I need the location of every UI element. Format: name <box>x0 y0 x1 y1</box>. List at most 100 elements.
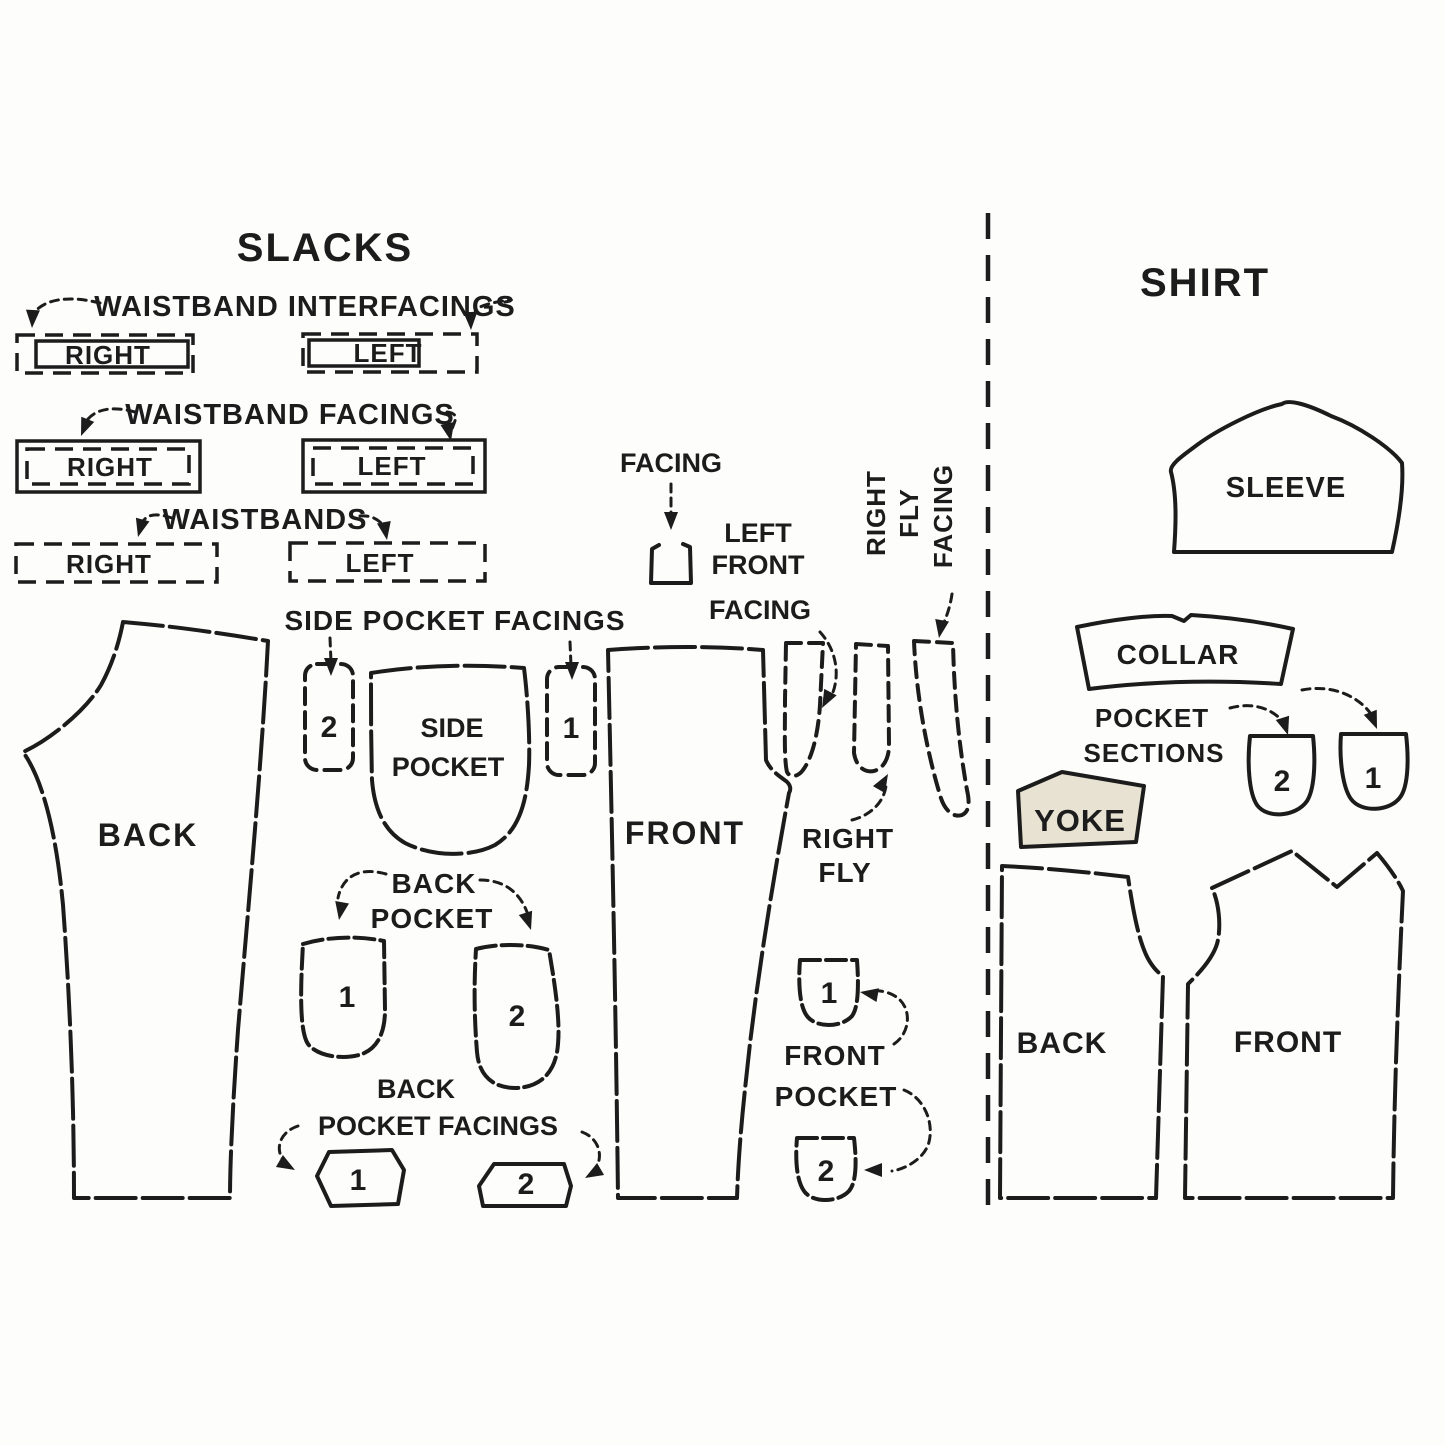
piece-number: 2 <box>1274 765 1291 798</box>
side-pocket-label: SIDE <box>420 713 483 743</box>
arrowhead-icon <box>822 688 837 708</box>
slacks-front-piece <box>606 645 793 1200</box>
back-pocket-facings-label: POCKET FACINGS <box>318 1111 558 1141</box>
piece-number: 1 <box>821 977 838 1010</box>
waistband-facings-label: WAISTBAND FACINGS <box>125 399 455 431</box>
pocket-section-2-piece <box>1246 734 1317 817</box>
waistband-interfacing-left-piece <box>301 332 479 374</box>
arrowhead-icon <box>1363 709 1377 729</box>
piece-number: 2 <box>509 1000 526 1033</box>
collar-piece <box>1075 613 1295 691</box>
shirt-front-label: FRONT <box>1234 1026 1342 1059</box>
pocket-sections-label: SECTIONS <box>1084 738 1225 768</box>
slacks-title: SLACKS <box>237 226 413 270</box>
side-pocket-piece <box>369 663 532 856</box>
piece-number: 1 <box>339 981 356 1014</box>
left-front-facing-label: FRONT <box>712 550 805 580</box>
left-front-facing-label: LEFT <box>724 518 792 548</box>
arrowhead-icon <box>335 901 350 920</box>
back-pocket-facing-2-piece <box>477 1162 573 1208</box>
back-pocket-1-piece <box>299 935 387 1059</box>
waistband-facing-right-piece-inner <box>25 447 191 486</box>
arrowhead-icon <box>81 416 95 436</box>
piece-number: 1 <box>563 712 580 745</box>
arrowhead-icon <box>275 1154 295 1170</box>
arrow-curve <box>277 1124 300 1162</box>
facing-piece <box>649 542 693 585</box>
arrowhead-icon <box>935 619 950 638</box>
arrowhead-icon <box>463 311 478 330</box>
side-pocket-label: POCKET <box>392 752 505 782</box>
shirt-back-label: BACK <box>1017 1027 1108 1060</box>
piece-label: RIGHT <box>66 549 152 579</box>
front-pocket-1-piece <box>797 958 860 1027</box>
arrowhead-icon <box>664 512 678 530</box>
yoke-label: YOKE <box>1034 803 1126 838</box>
left-front-facing-piece <box>782 641 825 778</box>
arrowhead-icon <box>135 517 150 537</box>
back-pocket-facings-label: BACK <box>377 1074 455 1104</box>
right-fly-facing-label: RIGHT <box>861 470 891 556</box>
right-fly-facing-label: FLY <box>894 488 924 538</box>
piece-label: RIGHT <box>67 452 153 482</box>
arrow-curve <box>31 297 102 316</box>
pocket-section-1-piece <box>1338 732 1410 811</box>
arrowhead-icon <box>864 1163 882 1177</box>
arrowhead-icon <box>25 309 40 328</box>
arrow-curve <box>870 989 909 1046</box>
collar-label: COLLAR <box>1117 639 1240 670</box>
arrowhead-icon <box>376 521 391 540</box>
piece-number: 2 <box>518 1168 535 1201</box>
right-fly-facing-label: FACING <box>928 464 958 568</box>
waistband-facing-left-piece-inner <box>311 446 475 486</box>
waistband-interfacings-label: WAISTBAND INTERFACINGS <box>94 291 516 323</box>
right-fly-label: FLY <box>818 857 871 888</box>
arrow-curve <box>1228 704 1285 724</box>
arrowhead-icon <box>860 988 879 1003</box>
right-fly-piece <box>852 642 891 774</box>
arrowhead-icon <box>585 1162 605 1178</box>
slacks-front-label: FRONT <box>625 815 745 851</box>
arrowhead-icon <box>872 774 888 794</box>
waistband-facing-left-piece <box>301 438 487 494</box>
back-pocket-2-piece <box>472 942 561 1090</box>
front-pocket-label: POCKET <box>775 1081 898 1112</box>
right-fly-label: RIGHT <box>802 823 894 854</box>
side-pocket-facings-label: SIDE POCKET FACINGS <box>284 605 625 636</box>
piece-number: 1 <box>1365 762 1382 795</box>
piece-number: 2 <box>321 711 338 744</box>
shirt-title: SHIRT <box>1140 261 1270 305</box>
back-pocket-label: BACK <box>392 868 477 899</box>
piece-label: LEFT <box>358 451 427 481</box>
front-pocket-2-piece <box>794 1136 858 1202</box>
arrowhead-icon <box>1275 715 1290 735</box>
waistband-left-piece <box>288 541 487 583</box>
piece-number: 1 <box>350 1164 367 1197</box>
waistband-interfacing-right-piece-inner <box>34 339 190 369</box>
piece-label: LEFT <box>354 338 423 368</box>
sleeve-label: SLEEVE <box>1226 472 1346 504</box>
facing-label: FACING <box>620 448 722 478</box>
side-pocket-facing-2-piece <box>303 662 355 772</box>
back-pocket-label: POCKET <box>371 903 494 934</box>
waistband-interfacing-left-piece-inner <box>307 338 421 368</box>
slacks-back-piece <box>21 620 270 1200</box>
arrowhead-icon <box>518 910 533 930</box>
front-pocket-label: FRONT <box>784 1040 885 1071</box>
arrow-curve <box>818 630 838 699</box>
waistband-interfacing-right-piece <box>15 333 195 375</box>
piece-label: LEFT <box>346 548 415 578</box>
arrow-curve <box>1300 686 1373 716</box>
sleeve-piece <box>1168 400 1405 554</box>
piece-label: RIGHT <box>65 340 151 370</box>
arrow-curve <box>336 870 388 900</box>
arrow-curve <box>478 878 529 914</box>
shirt-back-piece <box>998 864 1165 1200</box>
shirt-front-piece <box>1183 849 1405 1200</box>
arrowhead-icon <box>440 421 455 441</box>
waistband-facing-right-piece <box>15 439 202 494</box>
side-pocket-facing-1-piece <box>545 665 597 777</box>
waistband-right-piece <box>14 542 219 584</box>
